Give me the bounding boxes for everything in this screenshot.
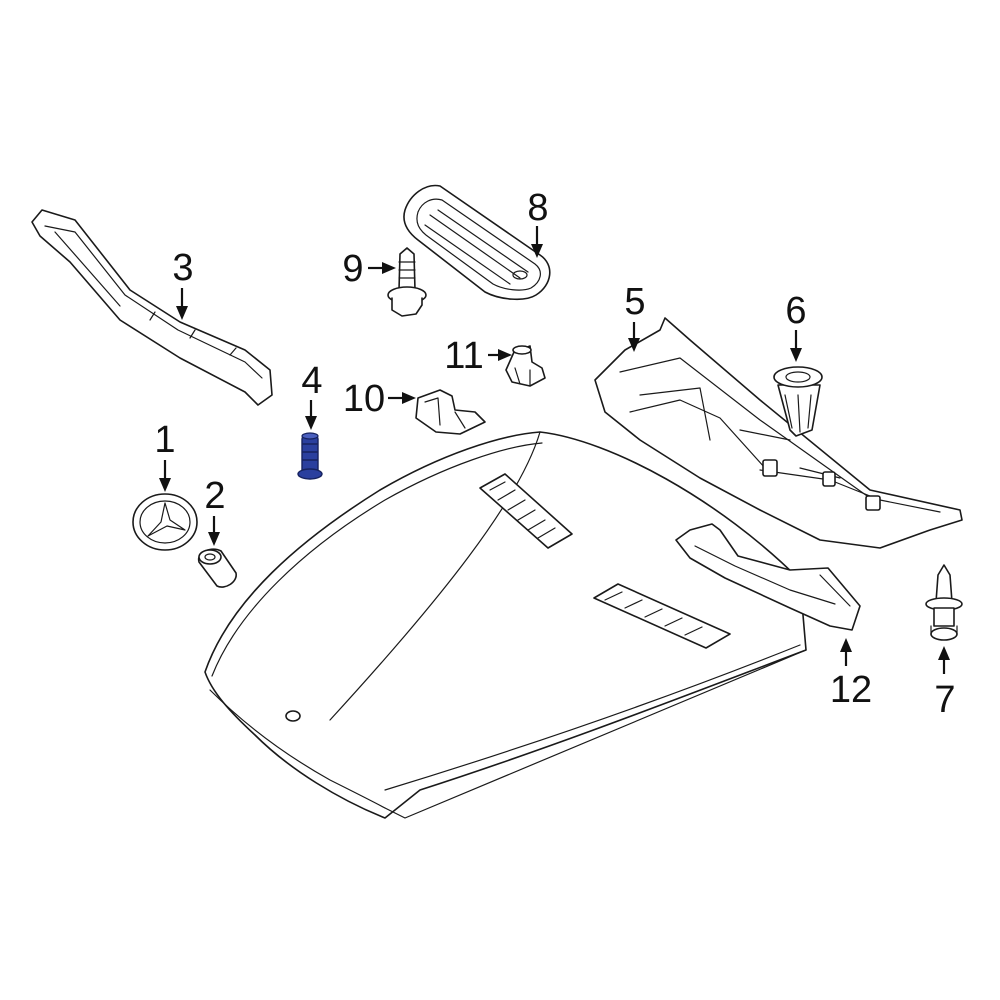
callout-6: 6 xyxy=(785,290,806,332)
callout-4: 4 xyxy=(301,360,322,402)
trim-part xyxy=(675,523,861,631)
pad-part xyxy=(403,184,551,301)
callout-11: 11 xyxy=(444,335,483,377)
callout-8: 8 xyxy=(527,187,548,229)
emblem-part xyxy=(132,493,198,551)
screw-part xyxy=(387,247,427,317)
grommet-part xyxy=(773,366,823,437)
clip-part xyxy=(505,345,546,387)
callout-7: 7 xyxy=(934,679,955,721)
seal-strip-part xyxy=(31,209,273,406)
callout-arrows xyxy=(159,226,950,674)
push-pin-part xyxy=(925,564,963,641)
cowl-panel-part xyxy=(594,317,963,549)
callout-10: 10 xyxy=(343,378,385,420)
callout-12: 12 xyxy=(830,669,872,711)
callout-1: 1 xyxy=(154,419,175,461)
bracket-part xyxy=(415,389,486,435)
callout-labels: 1 2 3 4 5 6 7 8 9 10 11 12 xyxy=(154,187,955,721)
hood-panel xyxy=(204,431,807,819)
sleeve-part xyxy=(197,548,237,588)
callout-3: 3 xyxy=(172,247,193,289)
bolt-part-highlighted xyxy=(297,432,323,480)
callout-2: 2 xyxy=(204,475,225,517)
callout-5: 5 xyxy=(624,281,645,323)
callout-9: 9 xyxy=(342,248,363,290)
